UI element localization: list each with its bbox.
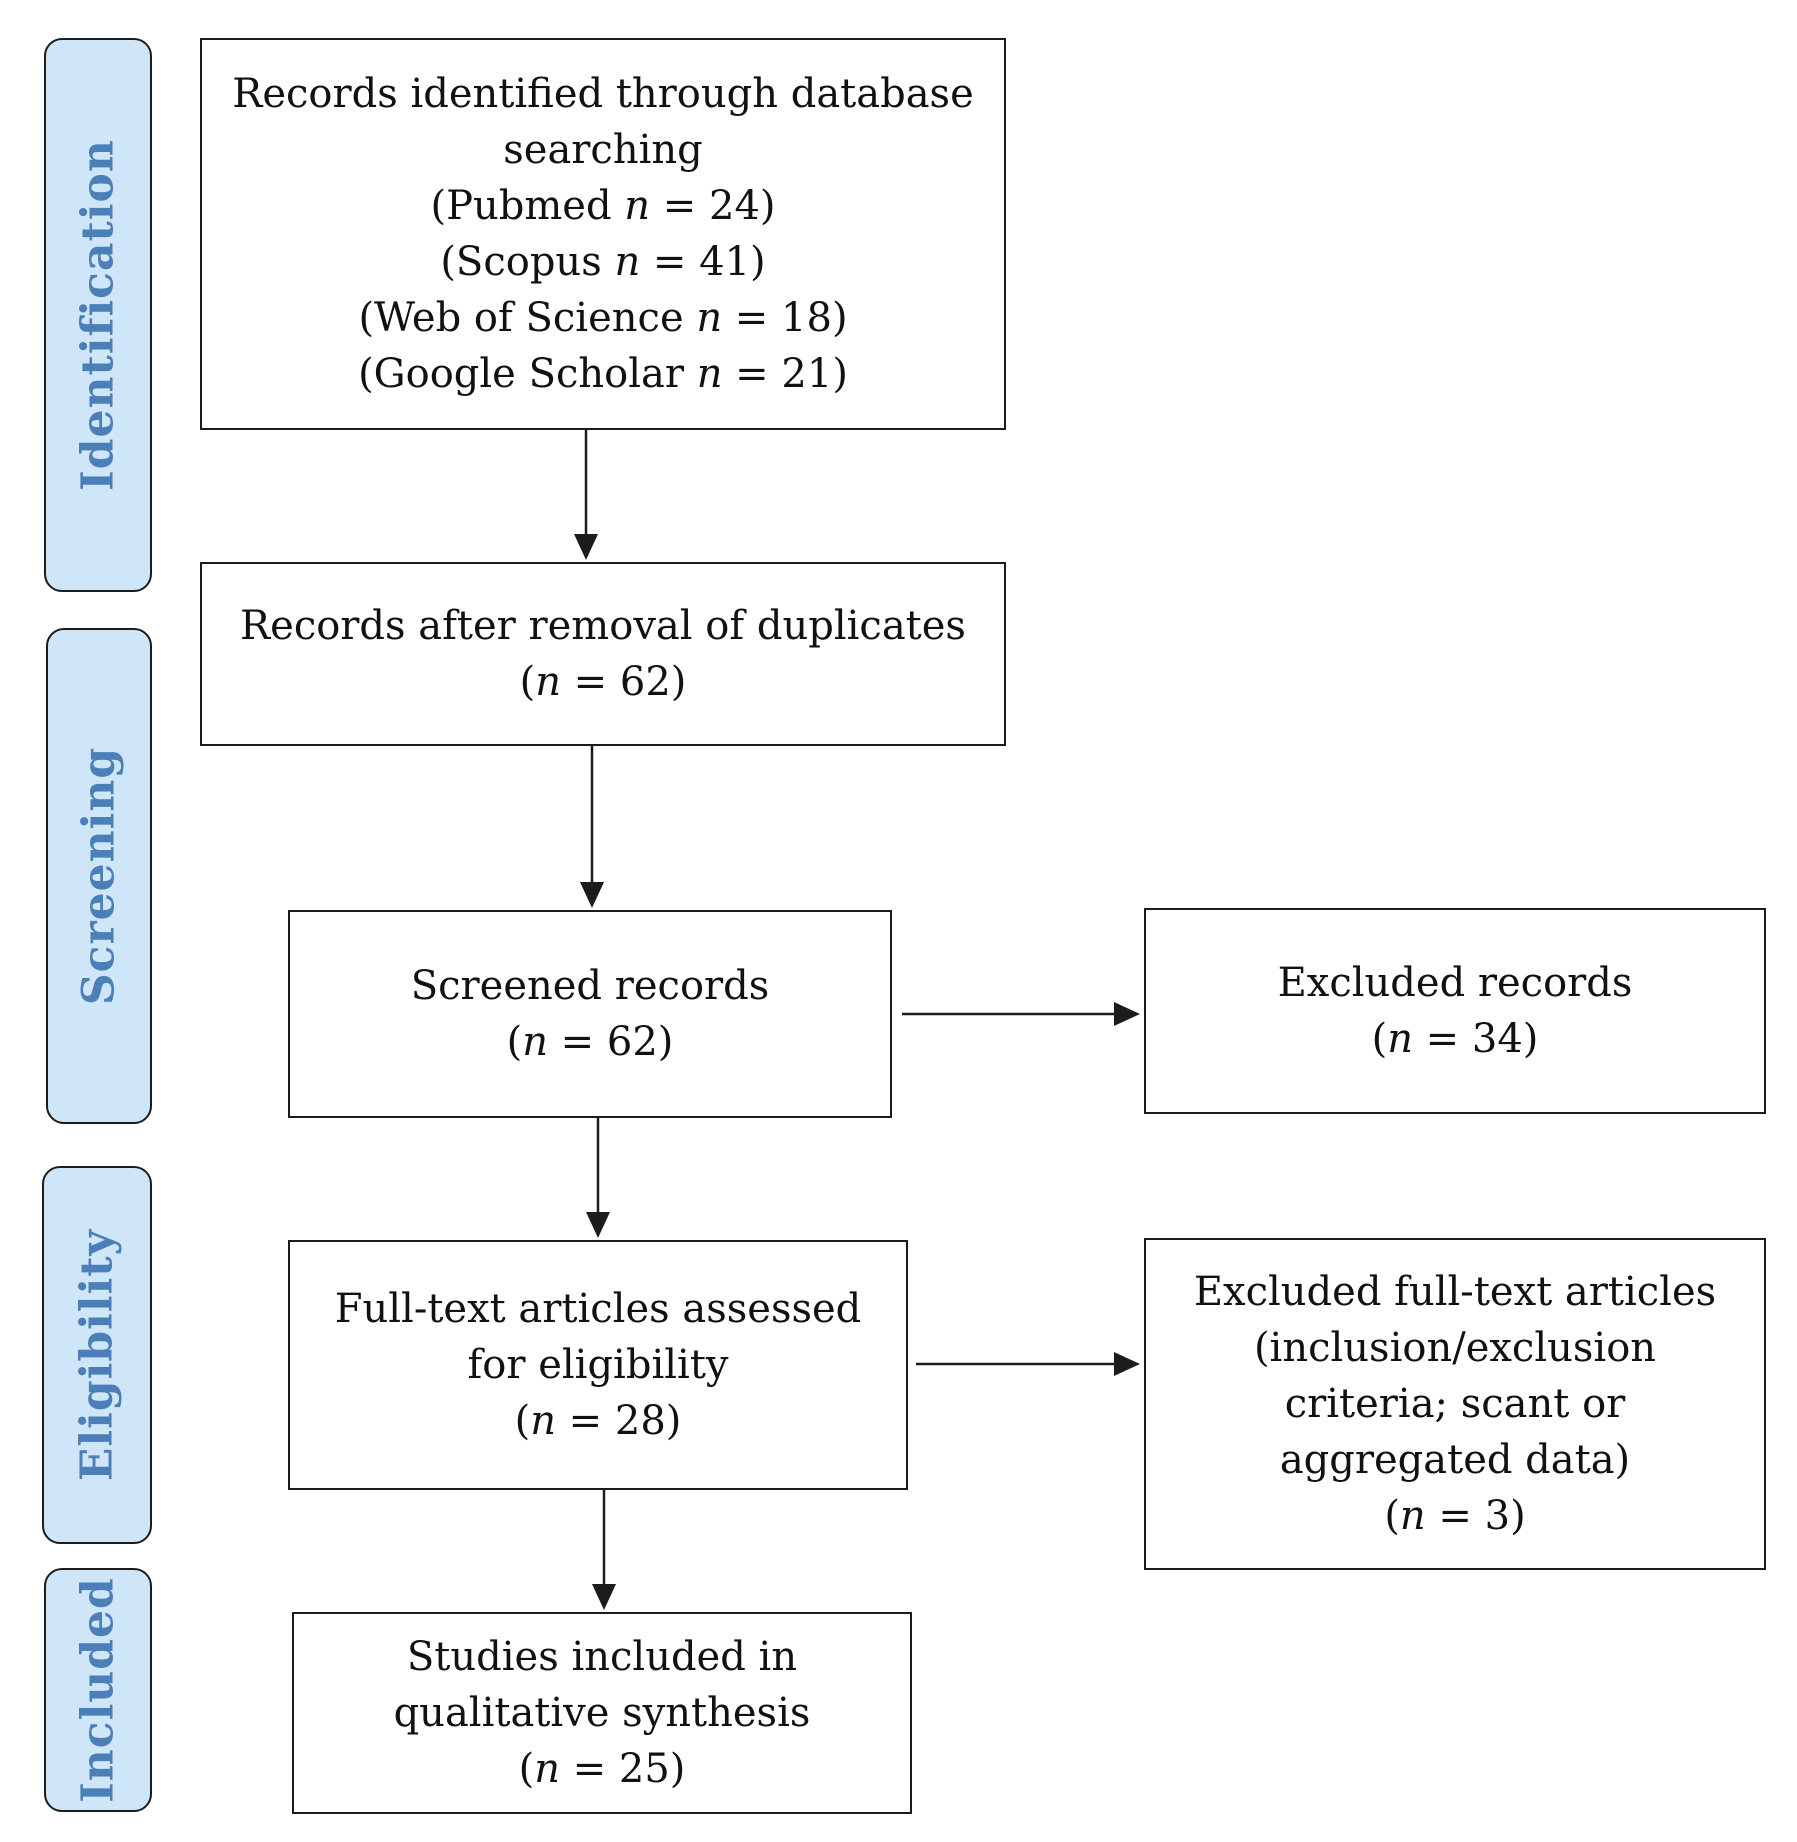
arrowhead-fulltext-to-excluded — [1114, 1352, 1140, 1376]
phase-included: Included — [44, 1568, 152, 1812]
box-records-after-deduplication: Records after removal of duplicates (n =… — [200, 562, 1006, 746]
excluded-records-count-pre: ( — [1371, 1016, 1388, 1062]
source-scopus-post: = 41) — [640, 239, 766, 285]
dedup-count: (n = 62) — [520, 654, 687, 710]
excluded-records-line1: Excluded records — [1277, 960, 1633, 1006]
source-gs-pre: (Google Scholar — [358, 351, 697, 397]
phase-identification: Identification — [44, 38, 152, 592]
arrowhead-screened-to-fulltext — [586, 1212, 610, 1238]
excluded-fulltext-count: (n = 3) — [1384, 1488, 1525, 1544]
excluded-fulltext-line4: aggregated data) — [1279, 1437, 1631, 1483]
phase-screening: Screening — [46, 628, 152, 1124]
excluded-fulltext-count-n: n — [1399, 1493, 1426, 1539]
source-wos-post: = 18) — [722, 295, 848, 341]
identified-line2: searching — [503, 127, 703, 173]
excluded-fulltext-line3: criteria; scant or — [1284, 1381, 1626, 1427]
arrowhead-identified-to-dedup — [574, 534, 598, 560]
arrowhead-dedup-to-screened — [580, 882, 604, 908]
source-scopus: (Scopus n = 41) — [440, 234, 765, 290]
box-excluded-records: Excluded records (n = 34) — [1144, 908, 1766, 1114]
source-pubmed-n: n — [624, 183, 651, 229]
source-google-scholar: (Google Scholar n = 21) — [358, 346, 848, 402]
included-count-n: n — [534, 1746, 560, 1792]
dedup-count-post: = 62) — [560, 659, 687, 705]
excluded-records-count-n: n — [1387, 1016, 1413, 1062]
identified-line1: Records identified through database — [232, 71, 974, 117]
screened-count: (n = 62) — [507, 1014, 674, 1070]
excluded-fulltext-count-pre: ( — [1384, 1493, 1400, 1539]
dedup-line1: Records after removal of duplicates — [240, 603, 966, 649]
fulltext-count-n: n — [530, 1398, 556, 1444]
arrowhead-screened-to-excluded — [1114, 1002, 1140, 1026]
screened-count-pre: ( — [506, 1019, 523, 1065]
source-wos-pre: (Web of Science — [358, 295, 697, 341]
excluded-records-count-post: = 34) — [1412, 1016, 1539, 1062]
included-count-pre: ( — [518, 1746, 535, 1792]
arrowhead-fulltext-to-included — [592, 1584, 616, 1610]
fulltext-count-post: = 28) — [555, 1398, 682, 1444]
screened-count-post: = 62) — [547, 1019, 674, 1065]
excluded-records-count: (n = 34) — [1372, 1011, 1539, 1067]
source-pubmed: (Pubmed n = 24) — [430, 178, 775, 234]
phase-eligibility: Eligibility — [42, 1166, 152, 1544]
source-scopus-n: n — [614, 239, 641, 285]
source-gs-n: n — [696, 351, 723, 397]
fulltext-count-pre: ( — [514, 1398, 531, 1444]
source-scopus-pre: (Scopus — [440, 239, 615, 285]
included-line1: Studies included in — [406, 1634, 798, 1680]
dedup-count-pre: ( — [519, 659, 536, 705]
box-fulltext-assessed: Full-text articles assessed for eligibil… — [288, 1240, 908, 1490]
fulltext-line1: Full-text articles assessed — [334, 1286, 862, 1332]
source-web-of-science: (Web of Science n = 18) — [358, 290, 847, 346]
excluded-fulltext-count-post: = 3) — [1425, 1493, 1526, 1539]
source-pubmed-pre: (Pubmed — [430, 183, 625, 229]
included-count-post: = 25) — [559, 1746, 686, 1792]
excluded-fulltext-line1: Excluded full-text articles — [1193, 1269, 1717, 1315]
screened-line1: Screened records — [410, 963, 770, 1009]
box-studies-included: Studies included in qualitative synthesi… — [292, 1612, 912, 1814]
fulltext-count: (n = 28) — [515, 1393, 682, 1449]
source-pubmed-post: = 24) — [650, 183, 776, 229]
excluded-fulltext-line2: (inclusion/exclusion — [1253, 1325, 1657, 1371]
source-wos-n: n — [696, 295, 723, 341]
box-excluded-fulltext: Excluded full-text articles (inclusion/e… — [1144, 1238, 1766, 1570]
box-records-identified: Records identified through database sear… — [200, 38, 1006, 430]
included-line2: qualitative synthesis — [393, 1690, 811, 1736]
screened-count-n: n — [522, 1019, 548, 1065]
box-screened-records: Screened records (n = 62) — [288, 910, 892, 1118]
source-gs-post: = 21) — [722, 351, 848, 397]
included-count: (n = 25) — [519, 1741, 686, 1797]
dedup-count-n: n — [535, 659, 561, 705]
fulltext-line2: for eligibility — [467, 1342, 729, 1388]
